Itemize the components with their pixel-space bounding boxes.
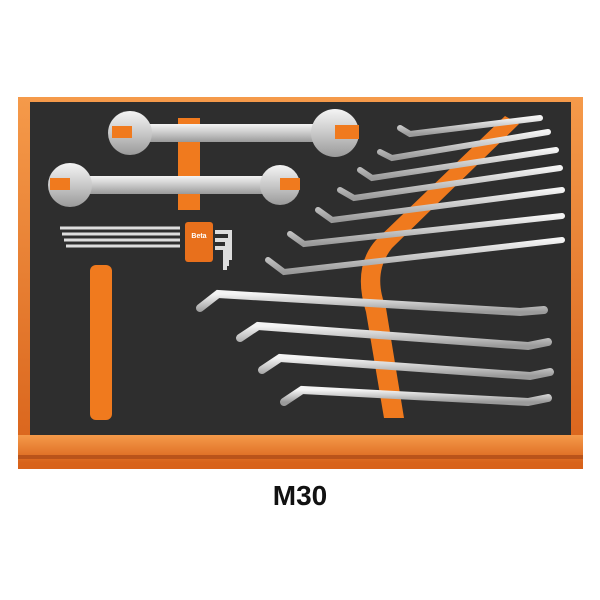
model-label: M30 xyxy=(272,480,328,511)
double-open-end-wrench xyxy=(108,109,359,157)
combination-wrenches xyxy=(35,271,263,423)
svg-text:Beta: Beta xyxy=(191,233,206,240)
ring-wrenches-large xyxy=(196,289,554,407)
double-open-end-wrench xyxy=(48,163,300,207)
combination-wrench-holder xyxy=(90,265,112,420)
hex-key-set: Beta xyxy=(60,222,232,270)
ring-wrenches-small xyxy=(265,115,565,276)
